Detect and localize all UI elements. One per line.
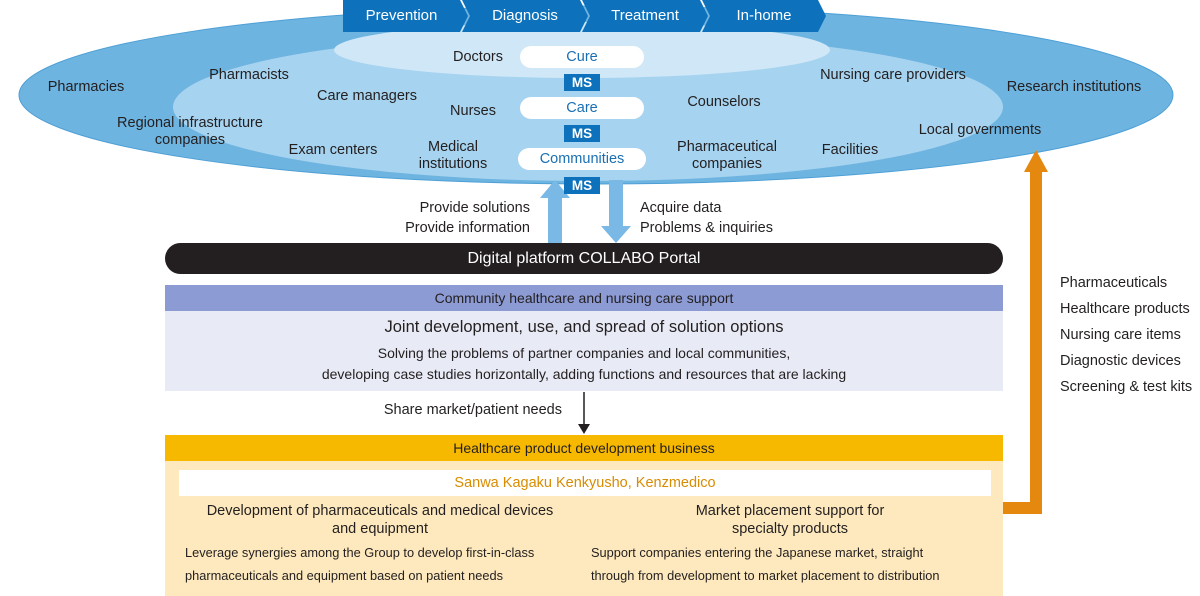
label-nursing-care-providers: Nursing care providers xyxy=(820,67,966,83)
provide-arrow xyxy=(540,180,570,244)
label-medical-institutions: Medical institutions xyxy=(418,139,488,172)
label-care-managers: Care managers xyxy=(317,88,417,104)
label-pharmaceutical-companies: Pharmaceutical companies xyxy=(677,139,777,172)
label-local-governments: Local governments xyxy=(918,122,1042,138)
acquire-text: Acquire data Problems & inquiries xyxy=(640,200,773,236)
label-pharmacies: Pharmacies xyxy=(47,79,125,95)
products-list: Pharmaceuticals Healthcare products Nurs… xyxy=(1060,270,1192,400)
share-arrow-head xyxy=(578,424,590,434)
product-item: Diagnostic devices xyxy=(1060,353,1181,369)
ms-badge-1: MS xyxy=(564,74,600,91)
ms-badge-2: MS xyxy=(564,125,600,142)
label-doctors: Doctors xyxy=(453,49,503,65)
label-exam-centers: Exam centers xyxy=(288,142,378,158)
business-header: Healthcare product development business xyxy=(165,435,1003,461)
label-facilities: Facilities xyxy=(821,142,879,158)
community-title: Joint development, use, and spread of so… xyxy=(384,318,784,336)
provide-text: Provide solutions Provide information xyxy=(405,200,530,236)
product-arrow xyxy=(1003,170,1042,514)
business-body: Sanwa Kagaku Kenkyusho, Kenzmedico Devel… xyxy=(165,461,1003,596)
label-counselors: Counselors xyxy=(687,94,761,110)
stage-treatment: Treatment xyxy=(611,7,679,24)
stage-in-home: In-home xyxy=(736,7,792,24)
development-description: Leverage synergies among the Group to de… xyxy=(185,545,535,583)
portal-bar: Digital platform COLLABO Portal xyxy=(165,243,1003,274)
ring-communities: Communities xyxy=(518,148,646,170)
business-companies: Sanwa Kagaku Kenkyusho, Kenzmedico xyxy=(179,470,991,496)
share-needs-label: Share market/patient needs xyxy=(383,402,562,418)
development-title: Development of pharmaceuticals and medic… xyxy=(206,503,554,537)
label-nurses: Nurses xyxy=(450,103,496,119)
market-placement-title: Market placement support for specialty p… xyxy=(695,503,885,537)
market-placement-description: Support companies entering the Japanese … xyxy=(591,545,940,583)
product-item: Nursing care items xyxy=(1060,327,1181,343)
stage-prevention: Prevention xyxy=(365,7,438,24)
ring-cure: Cure xyxy=(520,46,644,68)
product-item: Pharmaceuticals xyxy=(1060,275,1168,291)
label-regional-infrastructure: Regional infrastructure companies xyxy=(117,115,263,148)
community-header: Community healthcare and nursing care su… xyxy=(165,285,1003,311)
product-arrow-head xyxy=(1024,150,1048,172)
ms-badge-3: MS xyxy=(564,177,600,194)
community-body: Joint development, use, and spread of so… xyxy=(165,311,1003,391)
label-research-institutions: Research institutions xyxy=(1006,79,1142,95)
acquire-arrow xyxy=(601,180,631,243)
ring-care: Care xyxy=(520,97,644,119)
community-description: Solving the problems of partner companie… xyxy=(321,345,847,382)
label-pharmacists: Pharmacists xyxy=(209,67,289,83)
product-item: Screening & test kits xyxy=(1060,379,1193,395)
stage-diagnosis: Diagnosis xyxy=(492,7,558,24)
product-item: Healthcare products xyxy=(1060,301,1190,317)
